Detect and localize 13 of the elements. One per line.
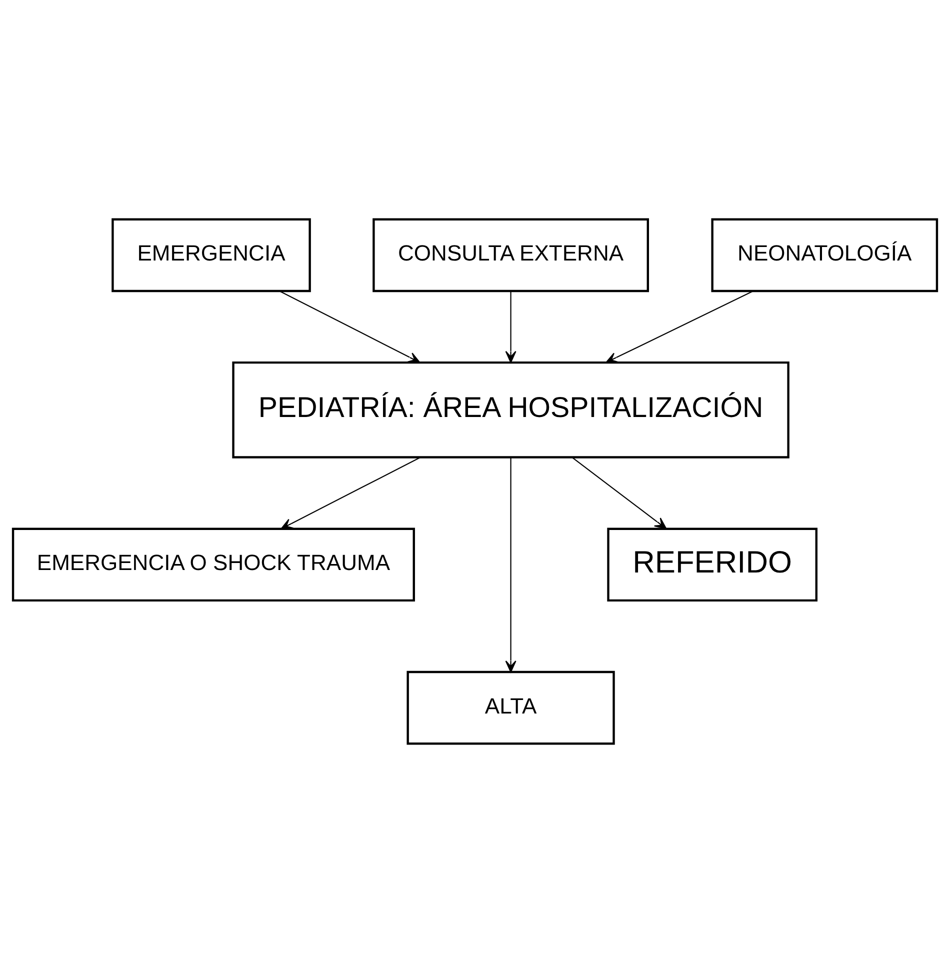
node-box: REFERIDO xyxy=(607,527,818,602)
node-box: EMERGENCIA xyxy=(112,218,311,292)
node-box: CONSULTA EXTERNA xyxy=(372,218,649,292)
arrow xyxy=(279,290,420,362)
arrow xyxy=(572,456,667,529)
arrow xyxy=(606,290,754,362)
arrow xyxy=(280,456,421,529)
node-box: ALTA xyxy=(406,670,615,744)
arrow xyxy=(505,290,516,362)
node-box: PEDIATRÍA: ÁREA HOSPITALIZACIÓN xyxy=(232,360,790,458)
node-box: EMERGENCIA O SHOCK TRAUMA xyxy=(12,527,415,602)
arrow xyxy=(505,457,516,672)
node-box: NEONATOLOGÍA xyxy=(711,218,938,292)
